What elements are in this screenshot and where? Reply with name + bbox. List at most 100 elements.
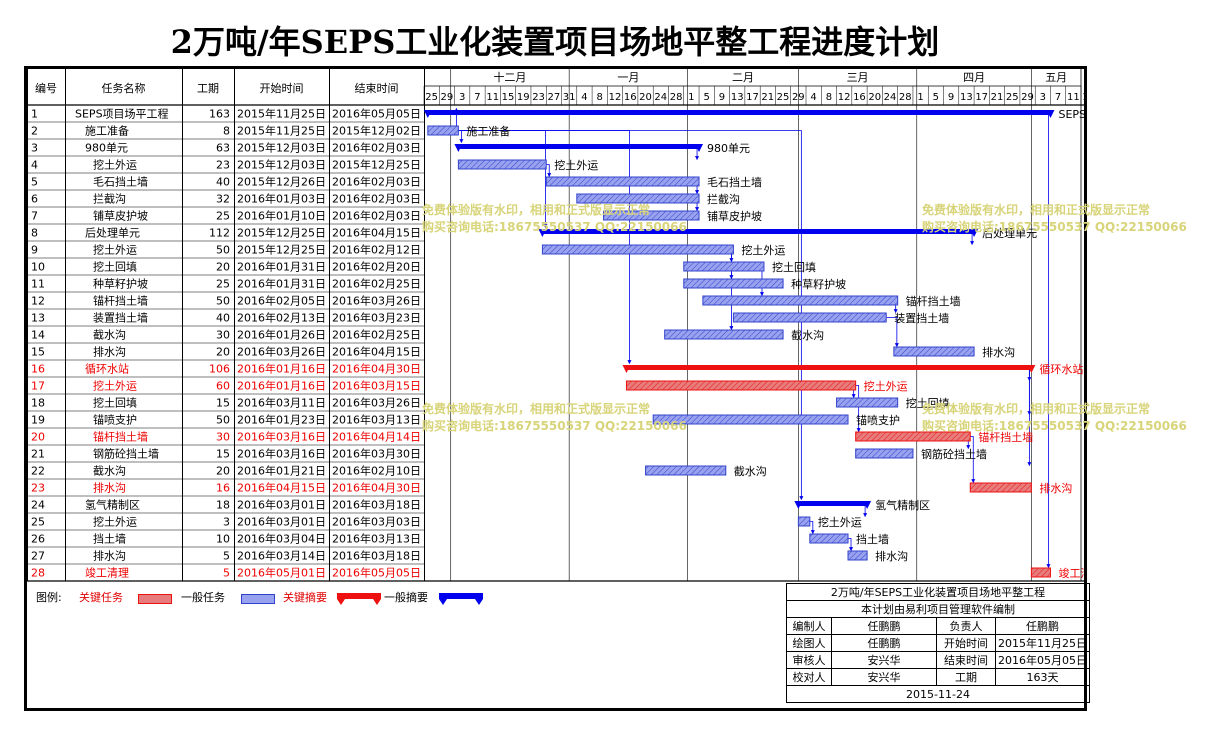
task-name: 铺草皮护坡 <box>93 209 148 223</box>
task-name: 排水沟 <box>93 345 126 359</box>
task-bar <box>702 295 899 306</box>
day-tick-label: 21 <box>761 92 774 103</box>
task-start: 2015年12月03日 <box>237 158 326 172</box>
task-start: 2016年01月16日 <box>237 379 326 393</box>
day-tick-label: 5 <box>703 92 709 103</box>
info-cell: 2016年05月05日 <box>994 651 1091 669</box>
task-end: 2016年03月13日 <box>332 413 421 427</box>
header-no: 编号 <box>35 81 57 95</box>
task-name: 竣工清理 <box>85 566 129 580</box>
info-cell: 任鹏鹏 <box>831 634 937 652</box>
task-no: 24 <box>31 499 45 512</box>
task-no: 5 <box>31 176 38 189</box>
task-start: 2016年03月26日 <box>237 345 326 359</box>
task-bar <box>652 414 849 425</box>
bar-label: SEPS项目场平工程 <box>1058 107 1084 121</box>
task-start: 2016年01月03日 <box>237 192 326 206</box>
bar-label: 挖土外运 <box>741 243 785 257</box>
task-start: 2016年03月11日 <box>237 396 326 410</box>
bar-label: 钢筋砼挡土墙 <box>921 447 987 461</box>
task-duration: 20 <box>216 346 230 359</box>
info-cell: 校对人 <box>786 668 832 686</box>
task-name: 挖土外运 <box>93 158 137 172</box>
info-cell: 2015年11月25日 <box>994 634 1091 652</box>
task-duration: 20 <box>216 261 230 274</box>
task-start: 2016年03月04日 <box>237 532 326 546</box>
task-bar <box>969 482 1032 493</box>
task-start: 2015年11月25日 <box>237 107 326 121</box>
day-tick-label: 4 <box>810 92 816 103</box>
task-start: 2016年03月01日 <box>237 498 326 512</box>
legend-normal-task-swatch <box>241 594 275 608</box>
day-tick-label: 21 <box>991 92 1004 103</box>
day-tick-label: 29 <box>1021 92 1034 103</box>
task-no: 20 <box>31 431 45 444</box>
bar-label: 后处理单元 <box>982 227 1037 240</box>
task-no: 18 <box>31 397 45 410</box>
task-no: 4 <box>31 159 38 172</box>
bar-label: 铺草皮护坡 <box>707 209 762 223</box>
task-no: 9 <box>31 244 38 257</box>
task-start: 2016年01月26日 <box>237 328 326 342</box>
info-cell: 绘图人 <box>786 634 832 652</box>
task-duration: 50 <box>216 244 230 257</box>
bar-label: 截水沟 <box>734 464 767 478</box>
day-tick-label: 28 <box>670 92 683 103</box>
info-cell: 负责人 <box>936 617 996 635</box>
task-no: 2 <box>31 125 38 138</box>
info-cell: 163天 <box>994 668 1091 686</box>
day-tick-label: 19 <box>517 92 530 103</box>
task-name: 挖土回填 <box>93 260 137 274</box>
task-duration: 30 <box>216 431 230 444</box>
day-tick-label: 23 <box>532 92 545 103</box>
task-end: 2016年02月03日 <box>332 209 421 223</box>
task-name: 氢气精制区 <box>85 498 140 512</box>
task-name: 锚杆挡土墙 <box>93 294 148 308</box>
summary-bar-end-cap <box>1027 365 1036 373</box>
task-name: 挡土墙 <box>93 532 126 546</box>
task-no: 14 <box>31 329 45 342</box>
info-cell: 安兴华 <box>831 668 937 686</box>
day-tick-label: 13 <box>960 92 973 103</box>
task-name: 截水沟 <box>93 464 126 478</box>
task-duration: 50 <box>216 414 230 427</box>
task-bar <box>893 346 975 357</box>
day-tick-label: 17 <box>746 92 759 103</box>
task-end: 2016年02月12日 <box>332 243 421 257</box>
task-end: 2016年04月30日 <box>332 481 421 495</box>
info-box: 2万吨/年SEPS工业化装置项目场地平整工程 本计划由易利项目管理软件编制 编制… <box>785 583 1091 703</box>
task-name: 拦截沟 <box>93 192 126 206</box>
task-end: 2016年03月18日 <box>332 498 421 512</box>
task-no: 3 <box>31 142 38 155</box>
task-duration: 10 <box>216 533 230 546</box>
task-duration: 8 <box>223 125 230 138</box>
bar-label: 循环水站 <box>1039 362 1083 376</box>
task-bar <box>836 397 899 408</box>
day-tick-label: 24 <box>654 92 667 103</box>
bar-label: 装置挡土墙 <box>894 311 949 325</box>
day-tick-label: 5 <box>933 92 939 103</box>
task-no: 23 <box>31 482 45 495</box>
task-no: 8 <box>31 227 38 240</box>
bar-label: 锚杆挡土墙 <box>978 430 1033 444</box>
bar-label: 挖土回填 <box>772 260 816 274</box>
task-duration: 5 <box>223 550 230 563</box>
task-name: 挖土外运 <box>93 243 137 257</box>
task-start: 2016年01月23日 <box>237 413 326 427</box>
day-tick-label: 20 <box>639 92 652 103</box>
day-tick-label: 16 <box>624 92 637 103</box>
task-duration: 5 <box>223 567 230 580</box>
day-tick-label: 31 <box>563 92 576 103</box>
summary-bar-end-cap <box>863 501 872 509</box>
task-duration: 16 <box>216 482 230 495</box>
task-no: 13 <box>31 312 45 325</box>
legend-normal-summary-swatch <box>439 593 483 609</box>
task-start: 2016年03月14日 <box>237 549 326 563</box>
bar-label: 施工准备 <box>466 124 510 138</box>
task-duration: 32 <box>216 193 230 206</box>
legend-critical-summary-swatch <box>337 593 381 609</box>
task-end: 2016年02月03日 <box>332 141 421 155</box>
task-no: 12 <box>31 295 45 308</box>
task-end: 2016年03月18日 <box>332 549 421 563</box>
info-software: 本计划由易利项目管理软件编制 <box>785 600 1091 618</box>
